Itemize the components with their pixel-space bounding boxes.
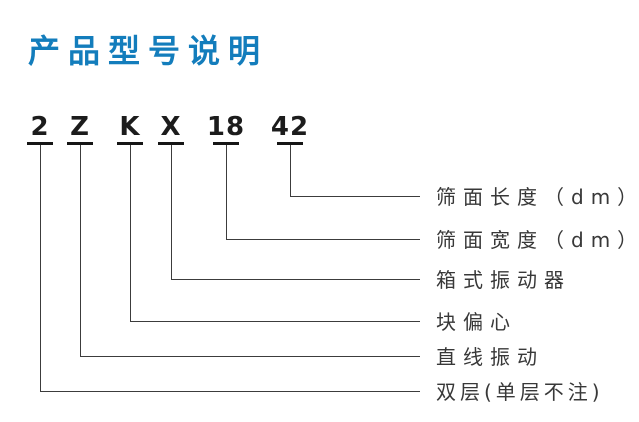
code-underline (27, 142, 53, 145)
page-title: 产品型号说明 (28, 32, 269, 70)
model-code-segment: 18 (206, 112, 246, 142)
segment-label: 双层(单层不注) (436, 380, 604, 404)
connector-line (226, 145, 420, 240)
connector-line (130, 145, 420, 322)
code-underline (158, 142, 184, 145)
segment-label: 箱式振动器 (436, 268, 571, 292)
model-code-segment: 42 (270, 112, 310, 142)
connector-line (40, 145, 420, 392)
segment-label: 直线振动 (436, 345, 544, 369)
code-underline (117, 142, 143, 145)
model-code-segment: Z (70, 112, 90, 142)
model-code-segment: 2 (30, 112, 50, 142)
connector-line (171, 145, 420, 280)
segment-label: 块偏心 (436, 310, 517, 334)
code-underline (277, 142, 303, 145)
model-code-segment: X (160, 112, 182, 142)
segment-label: 筛面宽度（dm） (436, 228, 639, 252)
model-code-segment: K (119, 112, 141, 142)
code-underline (67, 142, 93, 145)
connector-line (290, 145, 420, 197)
segment-label: 筛面长度（dm） (436, 185, 639, 209)
code-underline (213, 142, 239, 145)
connector-line (80, 145, 420, 357)
